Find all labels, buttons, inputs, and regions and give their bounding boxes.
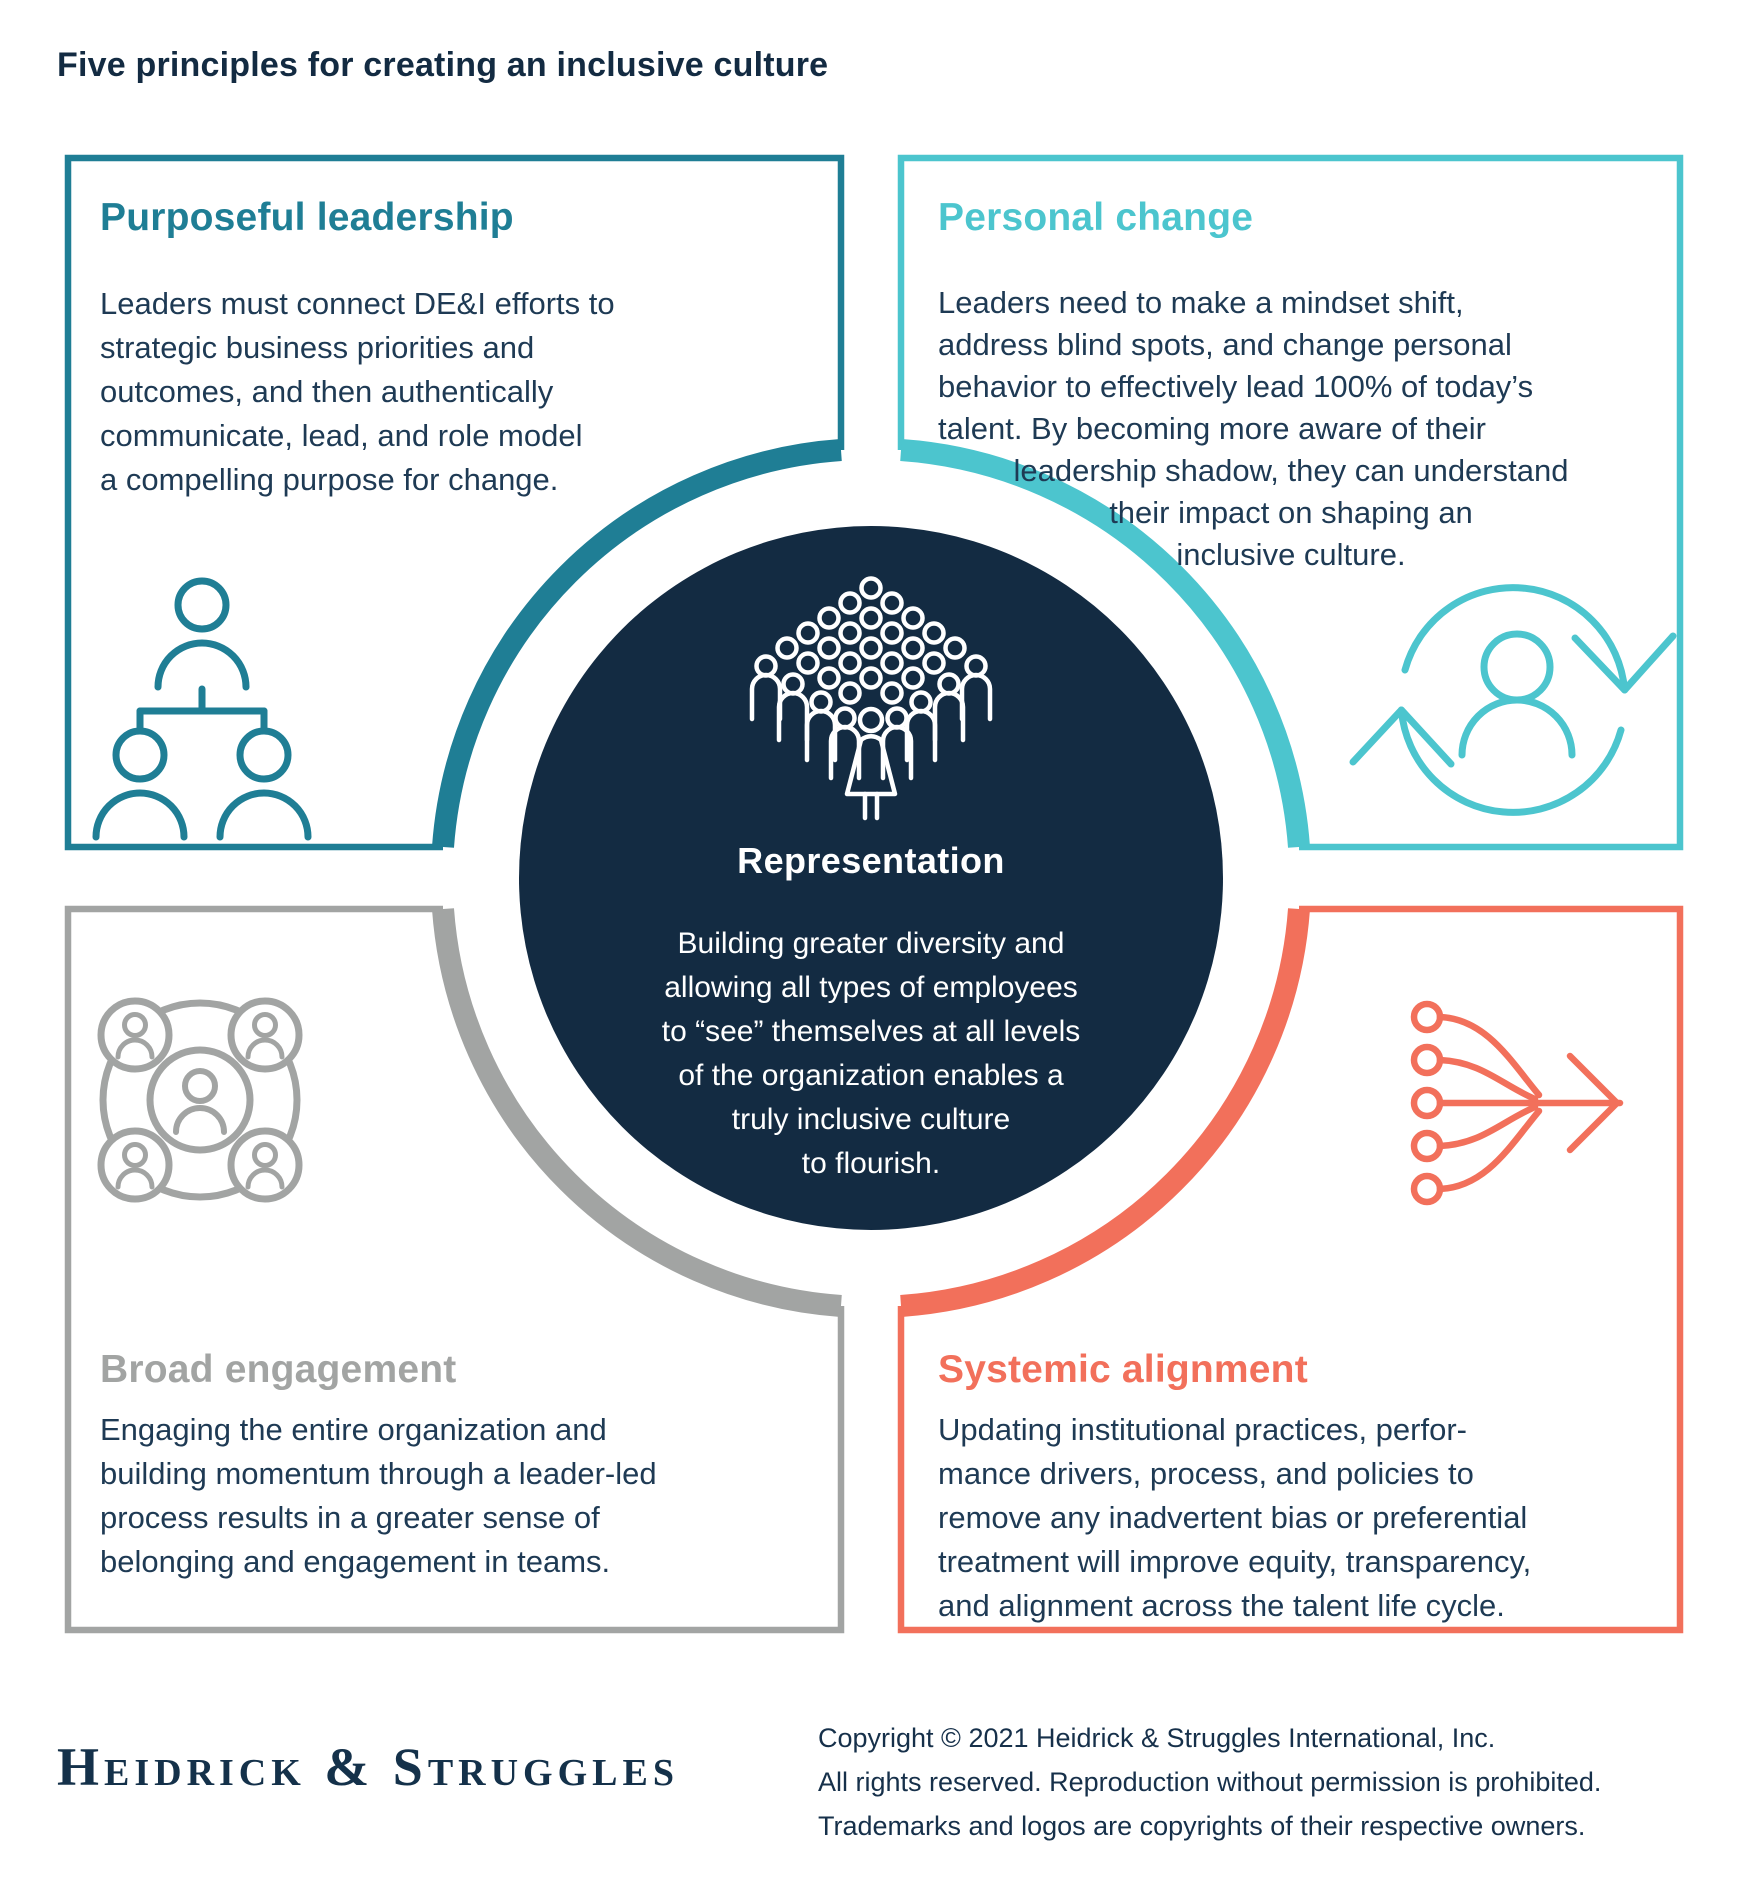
crowd-icon (749, 576, 993, 821)
copyright-text: Copyright © 2021 Heidrick & Struggles In… (818, 1716, 1601, 1848)
ring-arc-top-right (900, 439, 1310, 848)
ring-arc-bottom-left (432, 908, 842, 1317)
purposeful-leadership-border (64, 154, 845, 851)
body-line: to “see” themselves at all levels (661, 1015, 1081, 1048)
broad-engagement-body: Engaging the entire organization and bui… (100, 1408, 657, 1584)
representation-circle (519, 526, 1223, 1230)
personal-change-border (897, 154, 1684, 851)
ring-arc-top-left (432, 439, 842, 848)
copyright-line: Trademarks and logos are copyrights of t… (818, 1811, 1586, 1841)
body-line: remove any inadvertent bias or preferent… (938, 1500, 1528, 1535)
body-line: mance drivers, process, and policies to (938, 1456, 1474, 1491)
systemic-alignment-body: Updating institutional practices, perfor… (938, 1408, 1531, 1628)
purposeful-leadership-body: Leaders must connect DE&I efforts to str… (100, 282, 615, 502)
people-network-icon (97, 997, 303, 1203)
person-cycle-icon (1349, 584, 1677, 816)
body-line: Building greater diversity and (677, 927, 1065, 960)
body-line: outcomes, and then authentically (100, 374, 554, 409)
systemic-alignment-heading: Systemic alignment (938, 1348, 1308, 1391)
personal-change-body: Leaders need to make a mindset shift, ad… (938, 282, 1644, 576)
body-line: to flourish. (801, 1147, 941, 1180)
body-line: and alignment across the talent life cyc… (938, 1588, 1505, 1623)
representation-body: Building greater diversity and allowing … (571, 922, 1171, 1186)
body-line: leadership shadow, they can understand (1013, 453, 1569, 488)
org-chart-icon (92, 577, 312, 841)
body-line: building momentum through a leader-led (100, 1456, 657, 1491)
systemic-alignment-border (897, 905, 1684, 1634)
body-line: communicate, lead, and role model (100, 418, 583, 453)
copyright-line: Copyright © 2021 Heidrick & Struggles In… (818, 1723, 1496, 1753)
body-line: of the organization enables a (678, 1059, 1064, 1092)
body-line: address blind spots, and change personal (938, 327, 1512, 362)
body-line: strategic business priorities and (100, 330, 535, 365)
body-line: truly inclusive culture (731, 1103, 1011, 1136)
page-title: Five principles for creating an inclusiv… (57, 46, 829, 84)
body-line: behavior to effectively lead 100% of tod… (938, 369, 1534, 404)
ring-arc-bottom-right (900, 908, 1310, 1317)
converging-arrows-icon (1410, 1000, 1624, 1206)
broad-engagement-heading: Broad engagement (100, 1348, 457, 1391)
heidrick-struggles-logo: Heidrick & Struggles (57, 1737, 679, 1797)
personal-change-heading: Personal change (938, 196, 1254, 239)
body-line: belonging and engagement in teams. (100, 1544, 611, 1579)
copyright-line: All rights reserved. Reproduction withou… (818, 1767, 1602, 1797)
broad-engagement-border (64, 905, 845, 1634)
body-line: allowing all types of employees (664, 971, 1078, 1004)
body-line: Updating institutional practices, perfor… (938, 1412, 1467, 1447)
body-line: talent. By becoming more aware of their (938, 411, 1486, 446)
representation-heading: Representation (737, 840, 1005, 881)
purposeful-leadership-heading: Purposeful leadership (100, 196, 514, 239)
body-line: Leaders must connect DE&I efforts to (100, 286, 615, 321)
body-line: their impact on shaping an (1109, 495, 1473, 530)
body-line: Engaging the entire organization and (100, 1412, 607, 1447)
body-line: process results in a greater sense of (100, 1500, 600, 1535)
body-line: Leaders need to make a mindset shift, (938, 285, 1464, 320)
body-line: treatment will improve equity, transpare… (938, 1544, 1532, 1579)
body-line: inclusive culture. (1176, 537, 1406, 572)
body-line: a compelling purpose for change. (100, 462, 559, 497)
